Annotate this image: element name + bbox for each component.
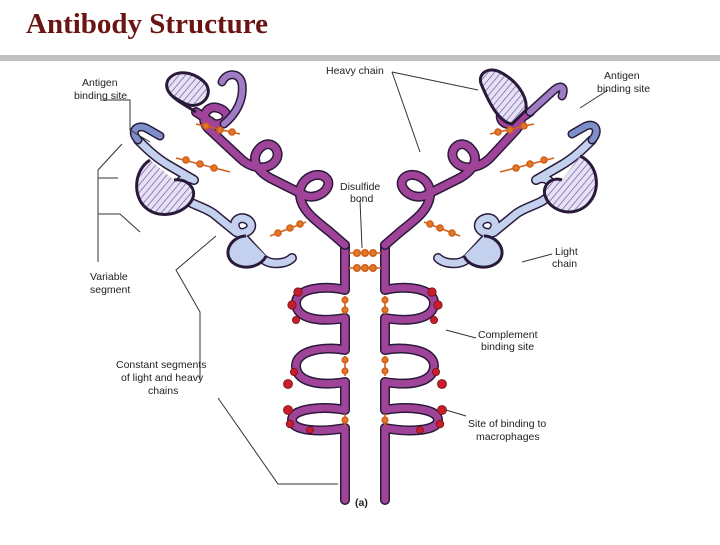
heavy-chain-stem	[287, 240, 443, 505]
label-complement-1: Complement	[478, 329, 538, 341]
complement-sites	[283, 287, 447, 434]
label-light-chain-2: chain	[552, 258, 577, 270]
left-arm	[129, 70, 350, 269]
label-disulfide-1: Disulfide	[340, 181, 380, 193]
label-constant-1: Constant segments	[116, 359, 206, 371]
label-antigen-left-2: binding site	[74, 90, 127, 102]
left-light-variable	[135, 158, 195, 216]
label-variable-2: segment	[90, 284, 130, 296]
title-divider	[0, 55, 720, 61]
left-heavy-variable	[165, 71, 210, 114]
diagram-labels: Heavy chain Antigen binding site Antigen…	[74, 65, 650, 509]
label-macrophage-1: Site of binding to	[468, 418, 546, 430]
right-light-variable	[543, 154, 598, 214]
label-panel: (a)	[355, 497, 368, 509]
right-heavy-variable	[479, 68, 528, 126]
label-constant-3: chains	[148, 385, 178, 397]
label-antigen-left-1: Antigen	[82, 77, 118, 89]
label-heavy-chain: Heavy chain	[326, 65, 384, 77]
label-light-chain-1: Light	[555, 246, 578, 258]
leader-lines	[97, 71, 609, 485]
label-variable-1: Variable	[90, 271, 128, 283]
label-antigen-right-2: binding site	[597, 83, 650, 95]
label-complement-2: binding site	[481, 341, 534, 353]
label-disulfide-2: bond	[350, 193, 374, 205]
antibody-svg: Heavy chain Antigen binding site Antigen…	[74, 65, 650, 509]
label-macrophage-2: macrophages	[476, 431, 540, 443]
antibody-diagram: Heavy chain Antigen binding site Antigen…	[0, 62, 720, 540]
right-arm	[380, 68, 601, 269]
page-title: Antibody Structure	[26, 8, 268, 40]
label-antigen-right-1: Antigen	[604, 70, 640, 82]
disulfide-bonds	[175, 122, 555, 426]
label-constant-2: of light and heavy	[121, 372, 204, 384]
